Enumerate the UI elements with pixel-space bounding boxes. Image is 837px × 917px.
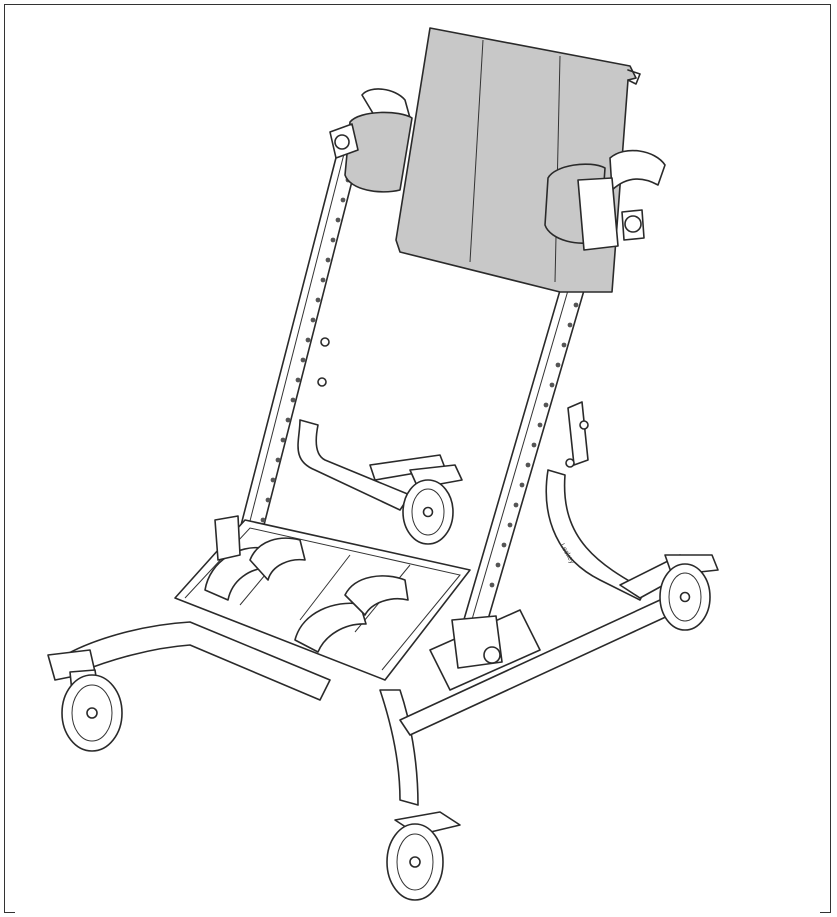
right-lateral-support <box>544 149 666 251</box>
caster-front-left <box>47 649 123 752</box>
caster-rear-left <box>402 464 463 545</box>
right-adjust-knob-icon <box>624 215 642 233</box>
backrest <box>395 27 641 293</box>
left-adjust-knob-icon <box>334 134 350 150</box>
left-foot-strap <box>204 537 306 601</box>
left-upright-holes <box>260 177 351 523</box>
caster-rear-right <box>659 554 719 631</box>
footplate <box>174 519 471 681</box>
lower-left-clamp <box>214 515 241 561</box>
caster-front-right <box>386 811 461 901</box>
lower-knob-icon <box>483 646 501 664</box>
frame-bottom-gap <box>15 910 820 914</box>
rear-frame-right: Leckey <box>545 401 646 601</box>
right-foot-strap <box>294 575 409 653</box>
lower-right-clamp <box>451 615 503 669</box>
left-lateral-support <box>329 111 413 193</box>
